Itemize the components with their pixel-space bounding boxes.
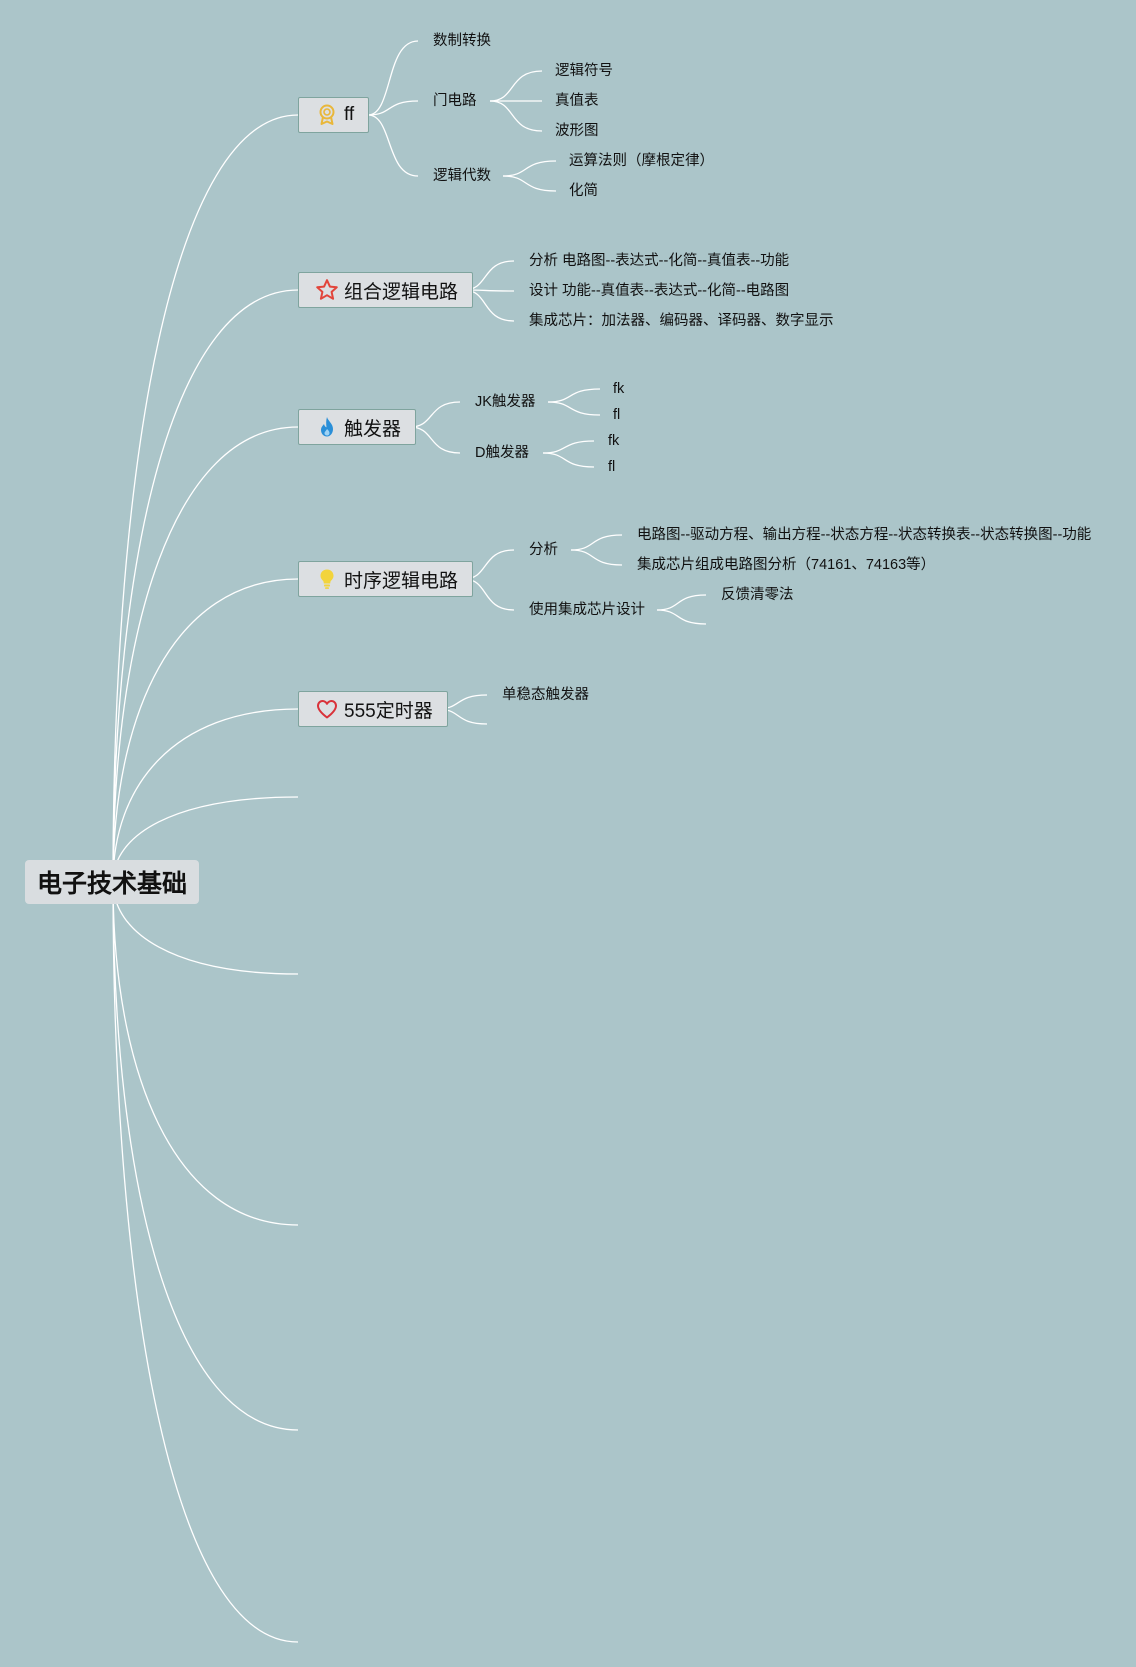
root-branch-9 [112,881,299,1643]
connector-jk-leaf-1 [547,401,601,416]
leaf-logic-symbol[interactable]: 逻辑符号 [555,63,613,79]
leaf-feedback-reset[interactable]: 反馈清零法 [721,587,794,603]
leaf-jk-fl[interactable]: fl [613,407,621,423]
subtopic-d-flip-flop[interactable]: D触发器 [475,445,529,461]
leaf-jk-fk[interactable]: fk [613,381,625,397]
subtopic-design[interactable]: 设计 功能--真值表--表达式--化简--电路图 [529,283,790,299]
subtopic-jk-flip-flop[interactable]: JK触发器 [475,394,536,410]
connector-d-leaf-0 [542,440,595,454]
leaf-d-fl[interactable]: fl [608,459,616,475]
topic-label: 时序逻辑电路 [344,570,459,592]
topic-label: 触发器 [344,418,402,440]
connector-d-leaf-1 [542,452,595,468]
leaf-operation-rules[interactable]: 运算法则（摩根定律） [569,153,714,169]
topic-555-timer[interactable]: 555定时器 [298,691,448,727]
connector-t0-c1 [367,100,419,116]
lightbulb-icon [315,567,339,591]
subtopic-analysis[interactable]: 分析 电路图--表达式--化简--真值表--功能 [529,253,790,269]
subtopic-gate-circuit[interactable]: 门电路 [433,93,477,109]
root-node[interactable]: 电子技术基础 [25,860,199,904]
topic-sequential-logic[interactable]: 时序逻辑电路 [298,561,474,597]
connector-chip-design-leaf-1 [656,609,707,625]
connector-gate-leaf-0 [489,70,543,102]
award-ribbon-icon [315,103,339,127]
topic-combinational-logic[interactable]: 组合逻辑电路 [298,272,474,308]
connector-seq-analysis-leaf-1 [570,549,623,566]
root-branch-3 [112,578,299,883]
topic-label: 555定时器 [344,700,433,722]
connector-t0-c0 [367,40,419,116]
connector-t2-c1 [409,426,461,454]
leaf-truth-table[interactable]: 真值表 [555,93,599,109]
topic-ff[interactable]: ff [298,97,370,133]
subtopic-integrated-chips[interactable]: 集成芯片：加法器、编码器、译码器、数字显示 [529,313,834,329]
connector-gate-leaf-2 [489,100,543,132]
topic-label: ff [344,104,355,125]
connector-algebra-leaf-0 [502,160,557,177]
topic-flip-flop[interactable]: 触发器 [298,409,417,445]
subtopic-seq-analysis[interactable]: 分析 [529,542,558,558]
connector-jk-leaf-0 [547,388,601,403]
subtopic-monostable[interactable]: 单稳态触发器 [502,687,589,703]
connector-t2-c0 [409,401,461,428]
leaf-d-fk[interactable]: fk [608,433,620,449]
connector-seq-analysis-leaf-0 [570,534,623,551]
leaf-analysis-procedure[interactable]: 电路图--驱动方程、输出方程--状态方程--状态转换表--状态转换图--功能 [637,527,1092,543]
subtopic-chip-design[interactable]: 使用集成芯片设计 [529,602,645,618]
connector-algebra-leaf-1 [502,175,557,192]
root-branch-0 [112,114,299,883]
root-branch-8 [112,881,299,1431]
root-branch-7 [112,881,299,1226]
root-branch-1 [112,289,299,883]
heart-icon [315,697,339,721]
leaf-chip-analysis[interactable]: 集成芯片组成电路图分析（74161、74163等） [637,557,936,573]
root-branch-4 [112,708,299,883]
root-branch-2 [112,426,299,883]
leaf-simplify[interactable]: 化简 [569,183,598,199]
connector-chip-design-leaf-0 [656,594,707,611]
subtopic-logic-algebra[interactable]: 逻辑代数 [433,168,491,184]
topic-label: 组合逻辑电路 [344,281,459,303]
leaf-waveform[interactable]: 波形图 [555,123,599,139]
flame-icon [315,415,339,439]
star-icon [315,278,339,302]
connector-t0-c2 [367,114,419,177]
root-label: 电子技术基础 [36,870,187,898]
subtopic-number-conversion[interactable]: 数制转换 [433,33,491,49]
